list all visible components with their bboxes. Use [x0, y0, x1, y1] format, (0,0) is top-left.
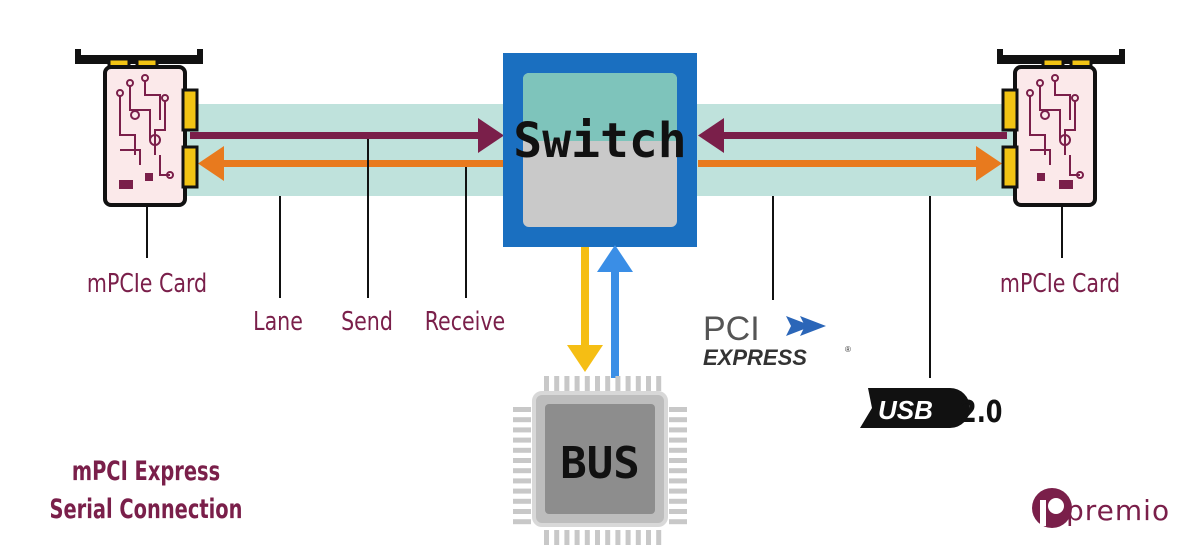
- chip-pin: [513, 437, 531, 443]
- switch-box: Switch: [503, 53, 697, 247]
- chip-pin: [544, 376, 549, 391]
- chip-pin: [669, 458, 687, 463]
- chip-pin: [554, 376, 560, 391]
- chip-pin: [669, 519, 687, 525]
- chip-pin: [625, 530, 631, 545]
- right-receive-arrow: [698, 146, 1002, 181]
- chip-pin: [625, 376, 631, 391]
- lane-label: Lane: [253, 306, 303, 337]
- chip-pin: [669, 498, 687, 504]
- chip-pin: [513, 498, 531, 504]
- chip-pin: [513, 458, 531, 463]
- right-card-label: mPCIe Card: [1000, 268, 1120, 299]
- premio-logo: premio: [1032, 488, 1170, 528]
- chip-pin: [669, 478, 687, 484]
- chip-pin: [669, 427, 687, 433]
- chip-pin: [669, 417, 687, 423]
- usb-logo-text: USB: [878, 395, 933, 425]
- caption-line-2: Serial Connection: [50, 493, 243, 525]
- pci-logo-bottom: EXPRESS: [703, 345, 807, 370]
- bus-label: BUS: [560, 438, 639, 489]
- chip-pin: [584, 530, 590, 545]
- premio-logo-text: premio: [1066, 494, 1170, 527]
- left-card-label: mPCIe Card: [87, 268, 207, 299]
- chip-pin: [513, 407, 531, 412]
- bus-up-arrow: [597, 245, 633, 378]
- chip-pin: [564, 530, 570, 545]
- chip-pin: [615, 530, 621, 545]
- usb-logo: USB 2.0: [860, 388, 1003, 430]
- chip-pin: [656, 376, 662, 391]
- send-label: Send: [341, 306, 393, 337]
- pci-express-logo: PCI EXPRESS ®: [703, 310, 851, 370]
- chip-pin: [574, 530, 580, 545]
- chip-pin: [669, 407, 687, 412]
- chip-pin: [584, 376, 590, 391]
- chip-pin: [544, 530, 549, 545]
- pci-logo-top: PCI: [703, 310, 760, 348]
- left-mpcie-card-icon: [75, 49, 203, 207]
- usb-logo-version: 2.0: [960, 395, 1003, 429]
- chip-pin: [656, 530, 662, 545]
- chip-pin: [605, 376, 611, 391]
- chip-pin: [513, 447, 531, 453]
- chip-pin: [669, 468, 687, 474]
- chip-pin: [574, 376, 580, 391]
- right-send-arrow: [698, 118, 1007, 153]
- chip-pin: [605, 530, 611, 545]
- chip-pin: [513, 468, 531, 474]
- chip-pin: [554, 530, 560, 545]
- chip-pin: [513, 427, 531, 433]
- pci-logo-mark: ®: [845, 345, 851, 354]
- chip-pin: [513, 488, 531, 494]
- leader-lines: [146, 139, 1063, 378]
- chip-pin: [615, 376, 621, 391]
- chip-pin: [635, 530, 641, 545]
- chip-pin: [513, 509, 531, 514]
- chip-pin: [669, 447, 687, 453]
- left-receive-arrow: [198, 146, 504, 181]
- right-mpcie-card-icon: [997, 49, 1125, 207]
- chip-pin: [564, 376, 570, 391]
- chip-pins: [513, 376, 687, 545]
- chip-pin: [595, 376, 600, 391]
- chip-pin: [513, 478, 531, 484]
- bus-chip: BUS: [513, 376, 687, 545]
- left-send-arrow: [190, 118, 504, 153]
- chip-pin: [513, 519, 531, 525]
- chip-pin: [669, 437, 687, 443]
- chip-pin: [669, 509, 687, 514]
- chip-pin: [646, 376, 651, 391]
- switch-label: Switch: [513, 113, 686, 169]
- caption-line-1: mPCI Express: [72, 455, 220, 487]
- chip-pin: [595, 530, 600, 545]
- bus-down-arrow: [567, 247, 603, 372]
- chip-pin: [646, 530, 651, 545]
- pci-chevron-icon: [786, 316, 826, 336]
- receive-label: Receive: [425, 306, 505, 337]
- chip-pin: [635, 376, 641, 391]
- chip-pin: [513, 417, 531, 423]
- chip-pin: [669, 488, 687, 494]
